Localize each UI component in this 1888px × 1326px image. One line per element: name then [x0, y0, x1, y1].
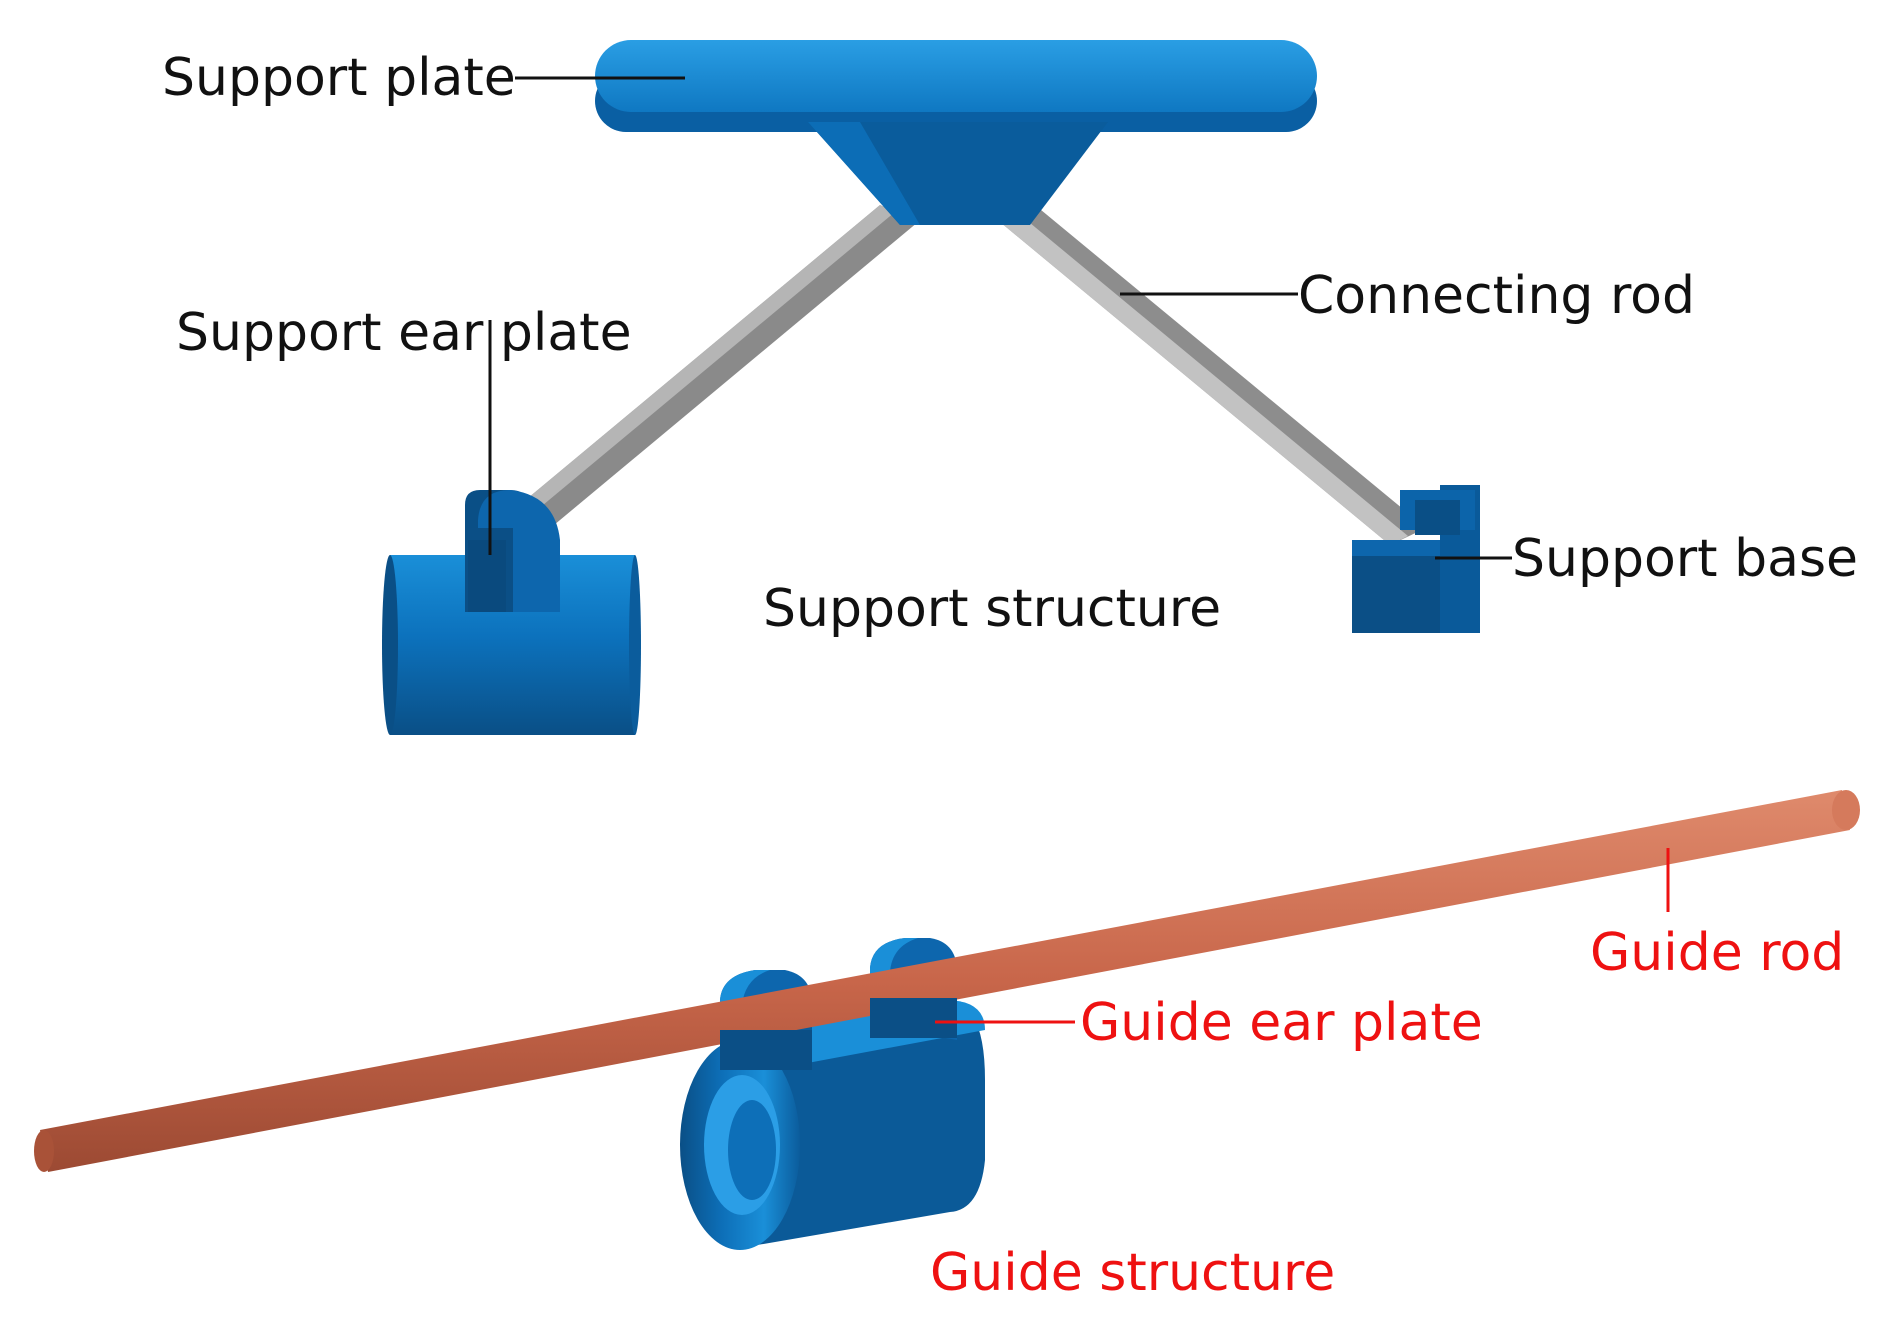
label-support-ear-plate: Support ear plate [176, 303, 632, 363]
label-guide-structure: Guide structure [930, 1243, 1335, 1303]
support-base [1352, 485, 1480, 633]
guide-structure [34, 790, 1860, 1250]
support-ear-plate [465, 490, 560, 612]
label-support-plate: Support plate [162, 48, 516, 108]
guide-leader-lines [935, 848, 1670, 1024]
label-support-structure: Support structure [763, 579, 1221, 639]
label-guide-rod: Guide rod [1590, 923, 1844, 983]
connecting-rod-right [1000, 205, 1426, 545]
guide-ear-plate-fronts [720, 998, 957, 1070]
support-structure [382, 40, 1512, 735]
label-guide-ear-plate: Guide ear plate [1080, 993, 1483, 1053]
label-connecting-rod: Connecting rod [1298, 266, 1695, 326]
connecting-rod-left [492, 205, 918, 545]
labels: Support plate Connecting rod Support ear… [162, 48, 1858, 1303]
guide-rod [34, 790, 1860, 1172]
label-support-base: Support base [1512, 529, 1858, 589]
support-plate [595, 40, 1317, 225]
support-leader-lines [488, 76, 1512, 560]
